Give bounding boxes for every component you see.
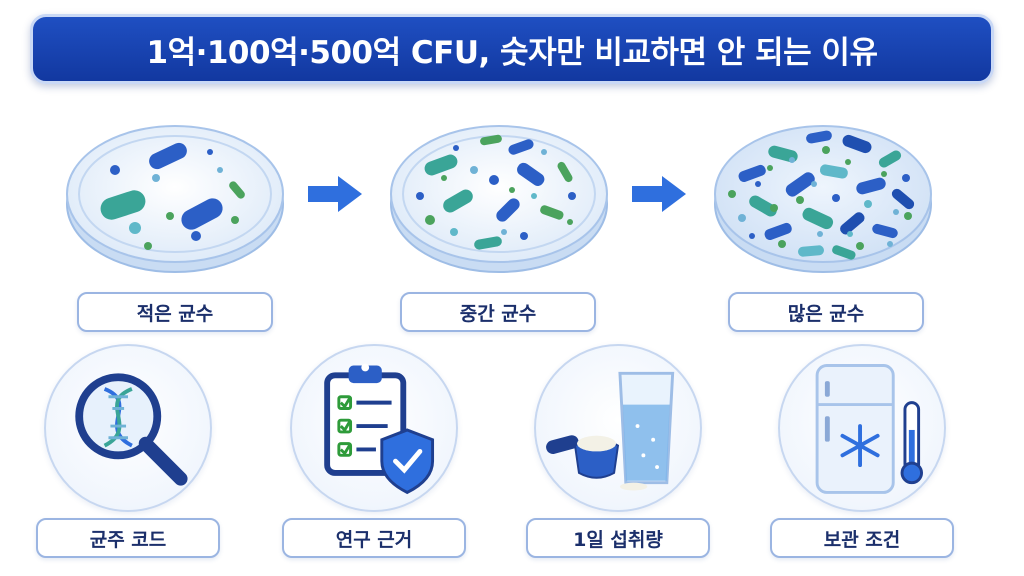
factor-label-daily-intake-text: 1일 섭취량 xyxy=(573,528,663,551)
petri-dish-many-bacteria-icon xyxy=(708,108,938,280)
factor-label-storage-conditions: 보관 조건 xyxy=(770,518,954,558)
dish-label-few-text: 적은 균수 xyxy=(136,302,214,325)
petri-dish-few-bacteria-icon xyxy=(60,108,290,280)
petri-dish-medium-bacteria-icon xyxy=(384,108,614,280)
dish-label-medium-text: 중간 균수 xyxy=(459,302,537,325)
factor-label-research-evidence: 연구 근거 xyxy=(282,518,466,558)
dish-label-many-text: 많은 균수 xyxy=(787,302,865,325)
dish-label-few: 적은 균수 xyxy=(77,292,273,332)
dna-magnifier-icon xyxy=(44,344,212,512)
title-banner: 1억·100억·500억 CFU, 숫자만 비교하면 안 되는 이유 xyxy=(30,14,994,84)
page-title: 1억·100억·500억 CFU, 숫자만 비교하면 안 되는 이유 xyxy=(146,34,878,71)
refrigerator-snowflake-thermometer-icon xyxy=(778,344,946,512)
arrow-right-icon xyxy=(304,172,366,216)
factor-label-storage-conditions-text: 보관 조건 xyxy=(823,528,901,551)
dish-label-many: 많은 균수 xyxy=(728,292,924,332)
arrow-right-icon xyxy=(628,172,690,216)
factor-label-research-evidence-text: 연구 근거 xyxy=(335,528,413,551)
factor-label-strain-code-text: 균주 코드 xyxy=(89,528,167,551)
factor-label-daily-intake: 1일 섭취량 xyxy=(526,518,710,558)
clipboard-checklist-shield-icon xyxy=(290,344,458,512)
factor-label-strain-code: 균주 코드 xyxy=(36,518,220,558)
dish-label-medium: 중간 균수 xyxy=(400,292,596,332)
scoop-powder-water-glass-icon xyxy=(534,344,702,512)
